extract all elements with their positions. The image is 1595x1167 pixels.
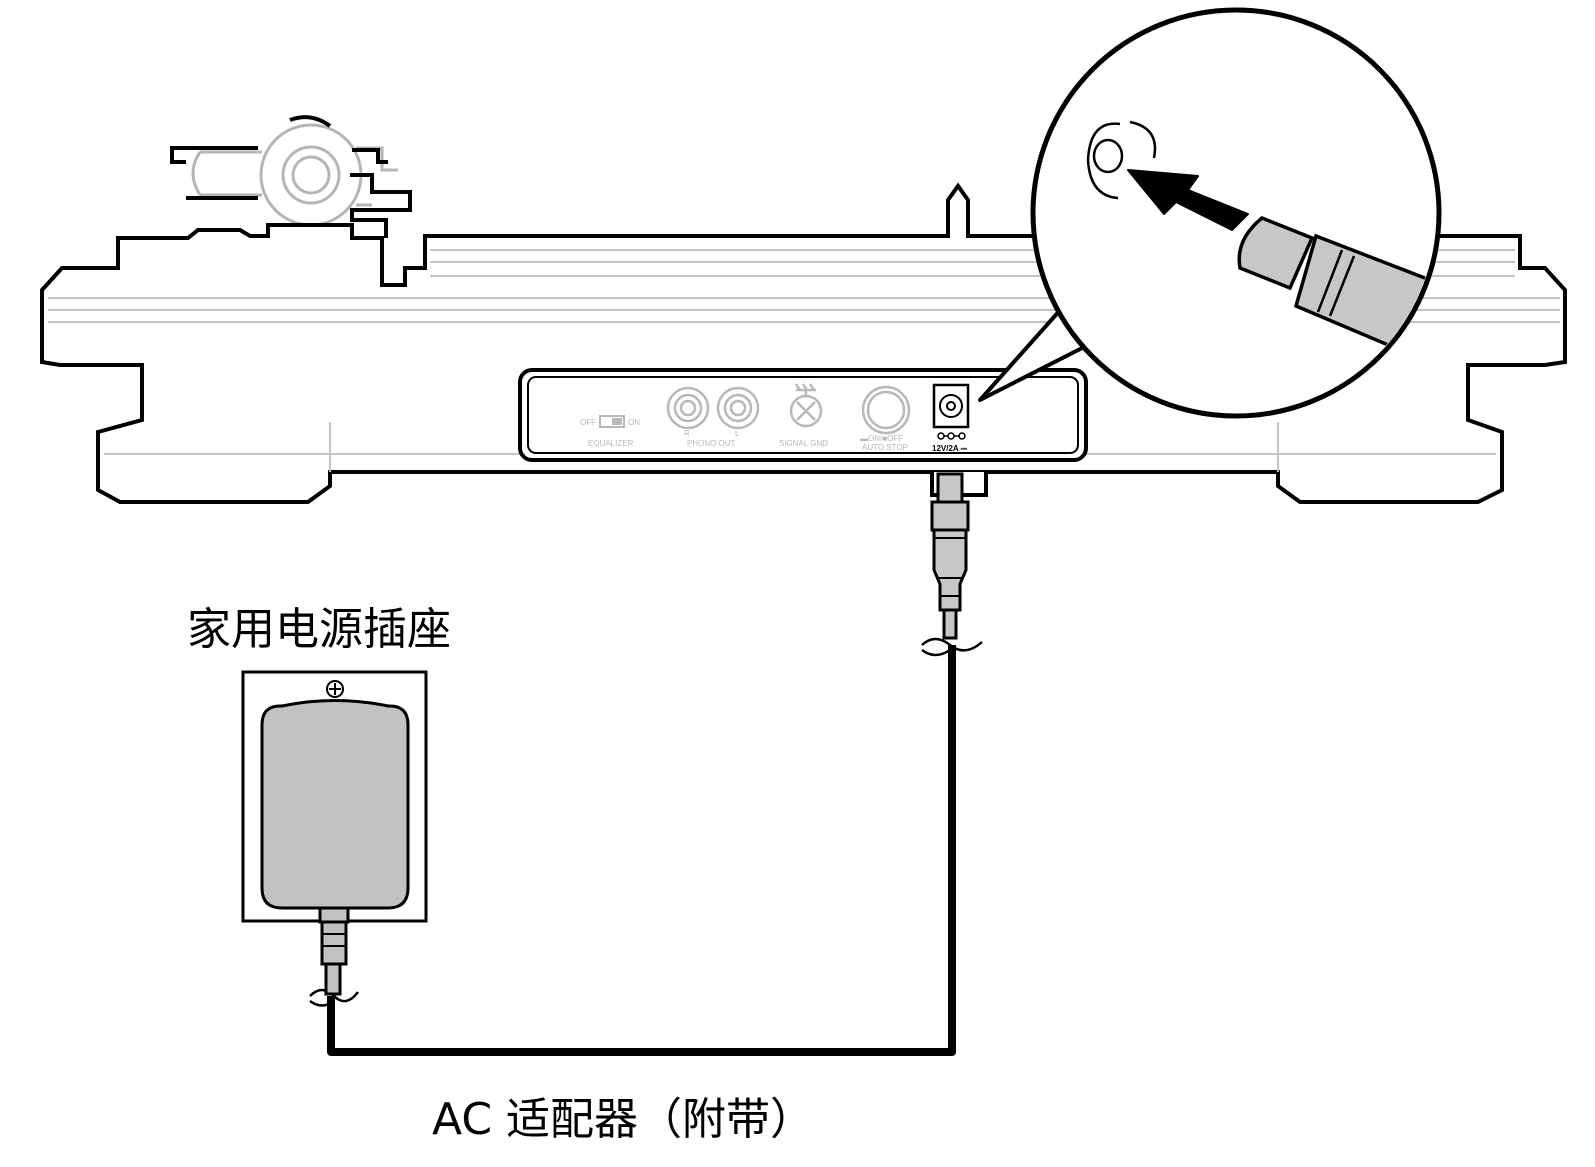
tonearm-outline: [170, 115, 412, 238]
phono-out-l-label: L: [735, 429, 740, 438]
rear-connection-panel: OFF ON EQUALIZER R L PHONO OUT SIGNAL GN…: [518, 368, 1088, 462]
signal-gnd-label: SIGNAL GND: [779, 439, 828, 448]
screw-icon: [326, 680, 344, 698]
insert-arrow-icon: [1127, 169, 1249, 231]
phono-out-r-label: R: [684, 429, 690, 438]
ac-adapter: [260, 699, 410, 996]
phono-out-label: PHONO OUT: [687, 439, 736, 448]
ac-adapter-label: AC 适配器（附带）: [432, 1094, 814, 1145]
adapter-cable: [327, 645, 956, 1056]
equalizer-off-label: OFF: [580, 418, 596, 427]
equalizer-on-label: ON: [628, 418, 640, 427]
dc-in-jack: 12V/2A ⎓: [932, 383, 970, 453]
zoom-callout: [978, 7, 1442, 419]
polarity-icon: [937, 432, 966, 440]
signal-ground-screw: [789, 383, 823, 428]
auto-stop-switch: [861, 385, 911, 435]
dc-socket-closeup: [1086, 120, 1157, 200]
auto-stop-label: AUTO STOP: [862, 443, 908, 452]
auto-stop-on-off-label: ▬ON/■OFF: [860, 434, 903, 443]
equalizer-label: EQUALIZER: [588, 439, 634, 448]
cable-break-mark-bottom: [309, 988, 359, 1007]
dc-plug: [930, 472, 970, 640]
wall-outlet-label: 家用电源插座: [187, 604, 451, 655]
phono-out-jacks: [666, 386, 760, 430]
plug-closeup: [1237, 215, 1433, 353]
dc-rating-label: 12V/2A ⎓: [932, 444, 968, 453]
equalizer-switch: OFF ON EQUALIZER: [580, 415, 640, 448]
